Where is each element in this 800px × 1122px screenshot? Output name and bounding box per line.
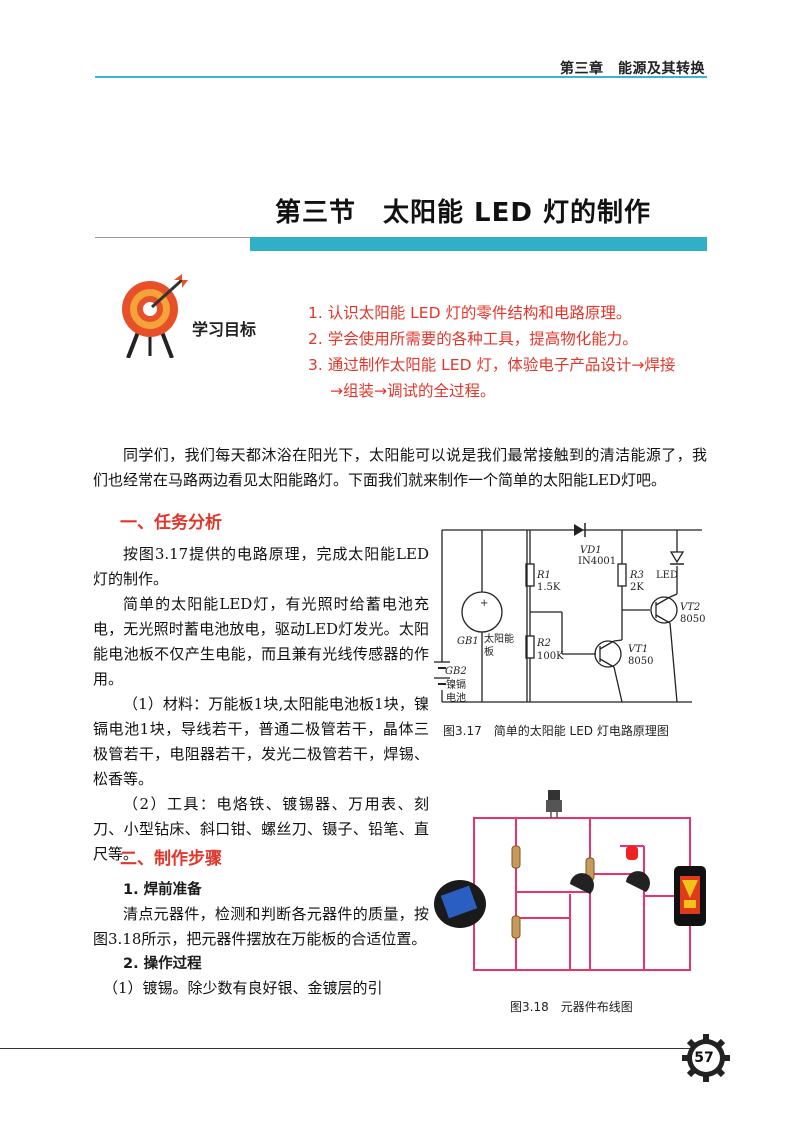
subheading-prep: 1. 焊前准备 [123, 882, 202, 898]
figure-317-caption: 图3.17 简单的太阳能 LED 灯电路原理图 [443, 724, 669, 738]
vt2-label: VT2 [680, 602, 700, 613]
section1-paragraph: 按图3.17提供的电路原理，完成太阳能LED灯的制作。 [93, 545, 429, 588]
section1-heading: 一、任务分析 [120, 513, 222, 533]
gear-icon [682, 1034, 730, 1082]
vd1-label: VD1 [580, 545, 602, 556]
goals-list: 1. 认识太阳能 LED 灯的零件结构和电路原理。 2. 学会使用所需要的各种工… [308, 300, 708, 404]
gb2-name: 镍镉 [446, 678, 466, 691]
vt1-model: 8050 [628, 656, 653, 667]
footer-divider [0, 1048, 690, 1049]
goals-label: 学习目标 [192, 320, 257, 339]
section1-paragraph: 简单的太阳能LED灯，有光照时给蓄电池充电，无光照时蓄电池放电，驱动LED灯发光… [93, 595, 429, 688]
intro-paragraph: 同学们，我们每天都沐浴在阳光下，太阳能可以说是我们最常接触到的清洁能源了，我们也… [93, 446, 707, 489]
prep-paragraph: 清点元器件，检测和判断各元器件的质量，按图3.18所示，把元器件摆放在万能板的合… [93, 905, 429, 948]
target-icon [122, 274, 188, 358]
vt1-label: VT1 [628, 644, 648, 655]
r2-value: 100K [537, 651, 564, 662]
svg-text:+: + [480, 598, 488, 609]
gb2-label: GB2 [445, 666, 467, 677]
title-underline [95, 237, 250, 238]
page-number: 57 [694, 1050, 714, 1066]
tools-paragraph: （2）工具：电烙铁、镀锡器、万用表、刻刀、小型钻床、斜口钳、螺丝刀、镊子、铅笔、… [93, 795, 429, 863]
circuit-diagram: + VD1 R1 R3 R2 VT2 VT1 GB1 GB2 IN4001 1.… [434, 523, 705, 704]
goal-item: 2. 学会使用所需要的各种工具，提高物化能力。 [308, 330, 638, 348]
title-accent-band [250, 237, 707, 251]
subheading-process: 2. 操作过程 [123, 956, 202, 972]
process-paragraph: （1）镀锡。除少数有良好银、金镀层的引 [103, 979, 383, 997]
section2-heading: 二、制作步骤 [120, 849, 222, 869]
gb1-label: GB1 [457, 636, 479, 647]
led-label: LED [656, 570, 678, 581]
section-title: 第三节 太阳能 LED 灯的制作 [275, 198, 652, 228]
vd1-model: IN4001 [578, 556, 616, 567]
r3-label: R3 [629, 570, 644, 581]
figure-318-caption: 图3.18 元器件布线图 [510, 1000, 633, 1014]
wiring-diagram [434, 790, 706, 971]
goal-item: →组装→调试的全过程。 [330, 382, 496, 400]
goal-item: 3. 通过制作太阳能 LED 灯，体验电子产品设计→焊接 [308, 356, 676, 374]
chapter-header: 第三章 能源及其转换 [560, 61, 705, 77]
header-divider [95, 76, 707, 78]
goal-item: 1. 认识太阳能 LED 灯的零件结构和电路原理。 [308, 304, 632, 322]
r2-label: R2 [536, 638, 551, 649]
gb1-name: 太阳能 [484, 632, 514, 645]
gb2-name: 电池 [446, 691, 466, 704]
materials-paragraph: （1）材料：万能板1块,太阳能电池板1块，镍镉电池1块，导线若干，普通二极管若干… [93, 695, 429, 788]
r1-label: R1 [536, 570, 551, 581]
vt2-model: 8050 [680, 614, 705, 625]
r1-value: 1.5K [537, 582, 561, 593]
r3-value: 2K [630, 582, 644, 593]
gb1-name: 板 [484, 645, 494, 658]
